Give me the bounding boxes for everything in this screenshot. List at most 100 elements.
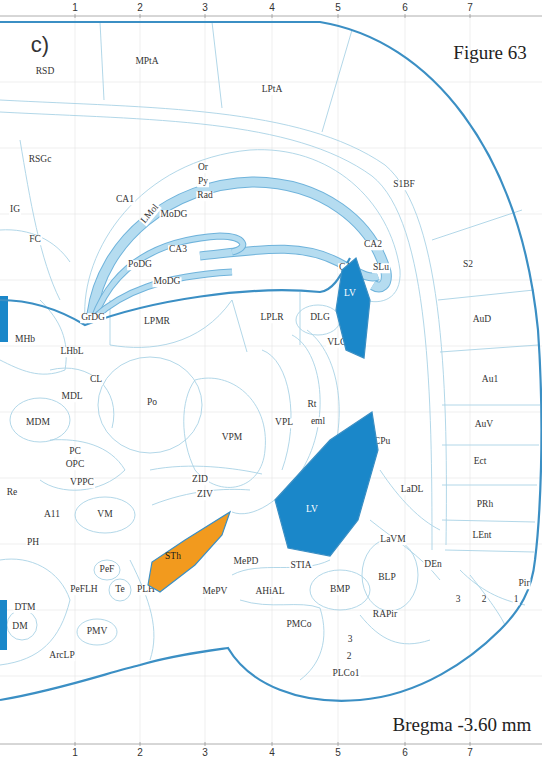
region-label: MoDG [153,277,182,287]
figure-title: Figure 63 [452,43,527,62]
region-label: CL [89,375,103,385]
region-label: GrDG [80,313,106,323]
region-label: S2 [462,260,474,270]
region-label: RSGc [28,155,53,165]
axis-tick: 2 [136,748,144,758]
axis-tick: 5 [334,748,342,758]
region-label: CA1 [115,195,135,205]
axis-tick: 6 [401,3,409,13]
region-label: IG [9,205,21,215]
axis-tick: 7 [466,3,474,13]
region-shape [334,254,374,364]
layer-number: 1 [513,595,520,605]
region-label: Au1 [481,375,499,385]
axis-tick: 4 [268,3,276,13]
region-label: RAPir [372,610,398,620]
region-label: MPtA [134,57,159,67]
region-label: VPPC [69,478,95,488]
region-label: ZIV [196,490,214,500]
region-label: MHb [14,335,36,345]
axis-tick: 2 [136,3,144,13]
region-shape [270,410,380,560]
region-label: DEn [423,560,442,570]
region-fill [336,258,370,358]
region-label: Te [114,585,125,595]
bregma-caption: Bregma -3.60 mm [392,715,533,734]
region-label: LPMR [143,317,171,327]
region-label: S1BF [392,180,416,190]
region-label: PMCo [286,620,313,630]
region-label: SLu [372,263,390,273]
layer-number: 2 [481,595,488,605]
region-label: MoDG [160,210,189,220]
region-label: PC [68,447,82,457]
nucleus-region: STh [145,508,233,594]
region-label: LPLR [259,313,284,323]
axis-tick: 1 [71,3,79,13]
region-label: CA2 [363,240,383,250]
region-label: OPC [65,460,85,470]
region-shape [145,508,233,594]
region-label: PeFLH [69,585,98,595]
region-label: LMol [139,202,161,226]
region-label: LaVM [379,535,406,545]
region-label: Or [197,163,209,173]
axis-tick: 4 [268,748,276,758]
region-label: PoDG [127,260,153,270]
region-label: FC [28,235,42,245]
region-fill [275,412,378,556]
region-label: AuV [474,420,494,430]
region-label: AHiAL [254,587,285,597]
ventricle-region: LV [270,410,380,560]
region-label: MDL [60,392,83,402]
region-label: PRh [476,500,494,510]
region-label: Re [6,488,19,498]
layer-number: 2 [346,652,353,662]
region-label: ArcLP [48,651,75,661]
region-label: VPM [221,433,244,443]
ventricle-region: LV [334,254,374,364]
region-label: Rad [196,191,213,201]
region-label: eml [310,417,326,427]
region-label: Rt [307,400,318,410]
axis-tick: 5 [334,3,342,13]
region-label: PH [26,538,40,548]
region-label: BLP [377,573,396,583]
region-label: LV [344,289,356,299]
region-label: LEnt [472,531,493,541]
region-label: Pir [517,579,530,589]
region-label: MePD [233,557,260,567]
axis-tick: 3 [201,3,209,13]
panel-letter: c) [30,34,50,56]
region-label: CA3 [168,245,188,255]
axis-tick: 7 [466,748,474,758]
region-label: ZID [191,475,209,485]
region-label: LaDL [400,485,425,495]
region-label: RSD [35,67,55,77]
region-label: DTM [13,603,36,613]
axis-tick: 1 [71,748,79,758]
region-label: A11 [43,510,61,520]
region-label: Ect [473,457,488,467]
region-label: DLG [309,313,331,323]
region-label: VM [96,510,113,520]
region-label: LHbL [59,347,84,357]
axis-tick: 6 [401,748,409,758]
region-label: LV [306,505,318,515]
region-label: PLCo1 [332,669,361,679]
region-label: MDM [25,418,51,428]
axis-tick: 3 [201,748,209,758]
region-label: PMV [86,627,109,637]
region-label: Po [146,398,158,408]
region-fill [148,512,230,592]
region-label: STIA [289,561,312,571]
region-label: BMP [329,585,351,595]
region-label: Py [197,177,209,187]
region-label: LPtA [261,85,284,95]
layer-number: 3 [347,635,354,645]
region-label: MePV [202,587,229,597]
